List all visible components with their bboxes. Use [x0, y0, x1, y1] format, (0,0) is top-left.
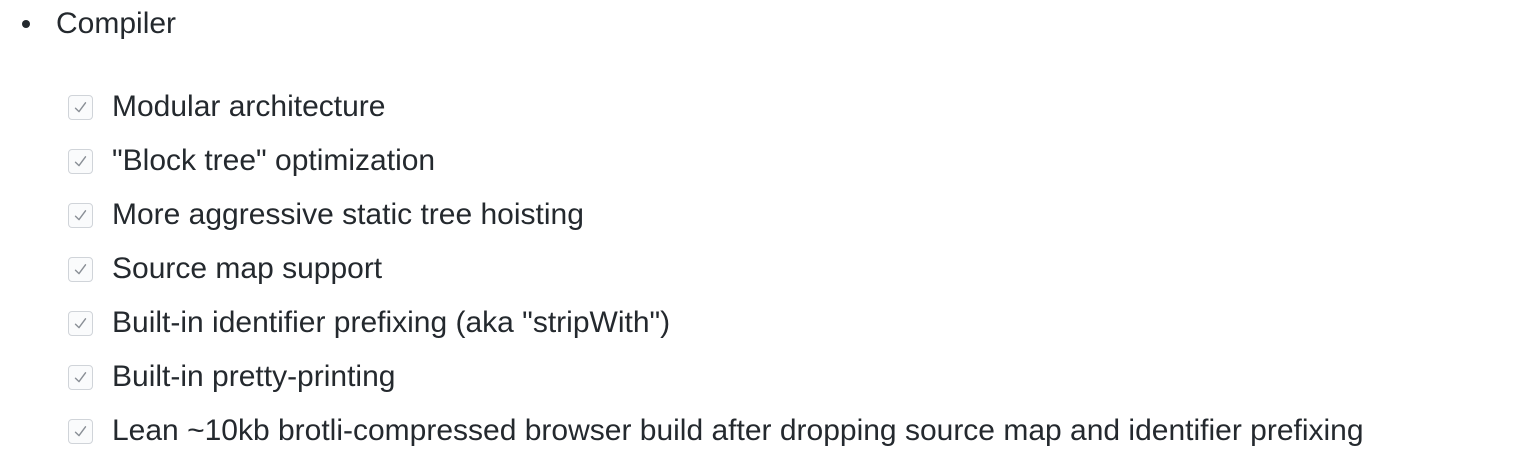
task-checkbox[interactable] [68, 148, 93, 174]
task-checkbox[interactable] [68, 418, 93, 444]
task-label: Modular architecture [112, 90, 386, 123]
task-label: Source map support [112, 252, 383, 285]
checkmark-icon [74, 371, 87, 382]
section-heading: Compiler [22, 4, 176, 44]
task-label: Built-in identifier prefixing (aka "stri… [112, 306, 671, 339]
task-label: Lean ~10kb brotli-compressed browser bui… [112, 414, 1364, 447]
checkmark-icon [74, 317, 87, 328]
task-item: More aggressive static tree hoisting [68, 188, 1364, 242]
task-list: Modular architecture "Block tree" optimi… [68, 80, 1364, 458]
task-checkbox[interactable] [68, 310, 93, 336]
task-item: Built-in pretty-printing [68, 350, 1364, 404]
checkmark-icon [74, 101, 87, 112]
task-item: Built-in identifier prefixing (aka "stri… [68, 296, 1364, 350]
task-item: Lean ~10kb brotli-compressed browser bui… [68, 404, 1364, 458]
checkmark-icon [74, 209, 87, 220]
checkmark-icon [74, 425, 87, 436]
task-checkbox[interactable] [68, 202, 93, 228]
bullet-dot-icon [22, 20, 30, 28]
task-item: "Block tree" optimization [68, 134, 1364, 188]
task-label: More aggressive static tree hoisting [112, 198, 584, 231]
task-checkbox[interactable] [68, 364, 93, 390]
task-checkbox[interactable] [68, 256, 93, 282]
task-label: "Block tree" optimization [112, 144, 436, 177]
checkmark-icon [74, 263, 87, 274]
task-checkbox[interactable] [68, 94, 93, 120]
task-label: Built-in pretty-printing [112, 360, 396, 393]
checkmark-icon [74, 155, 87, 166]
section-heading-text: Compiler [56, 7, 177, 40]
task-item: Source map support [68, 242, 1364, 296]
task-item: Modular architecture [68, 80, 1364, 134]
